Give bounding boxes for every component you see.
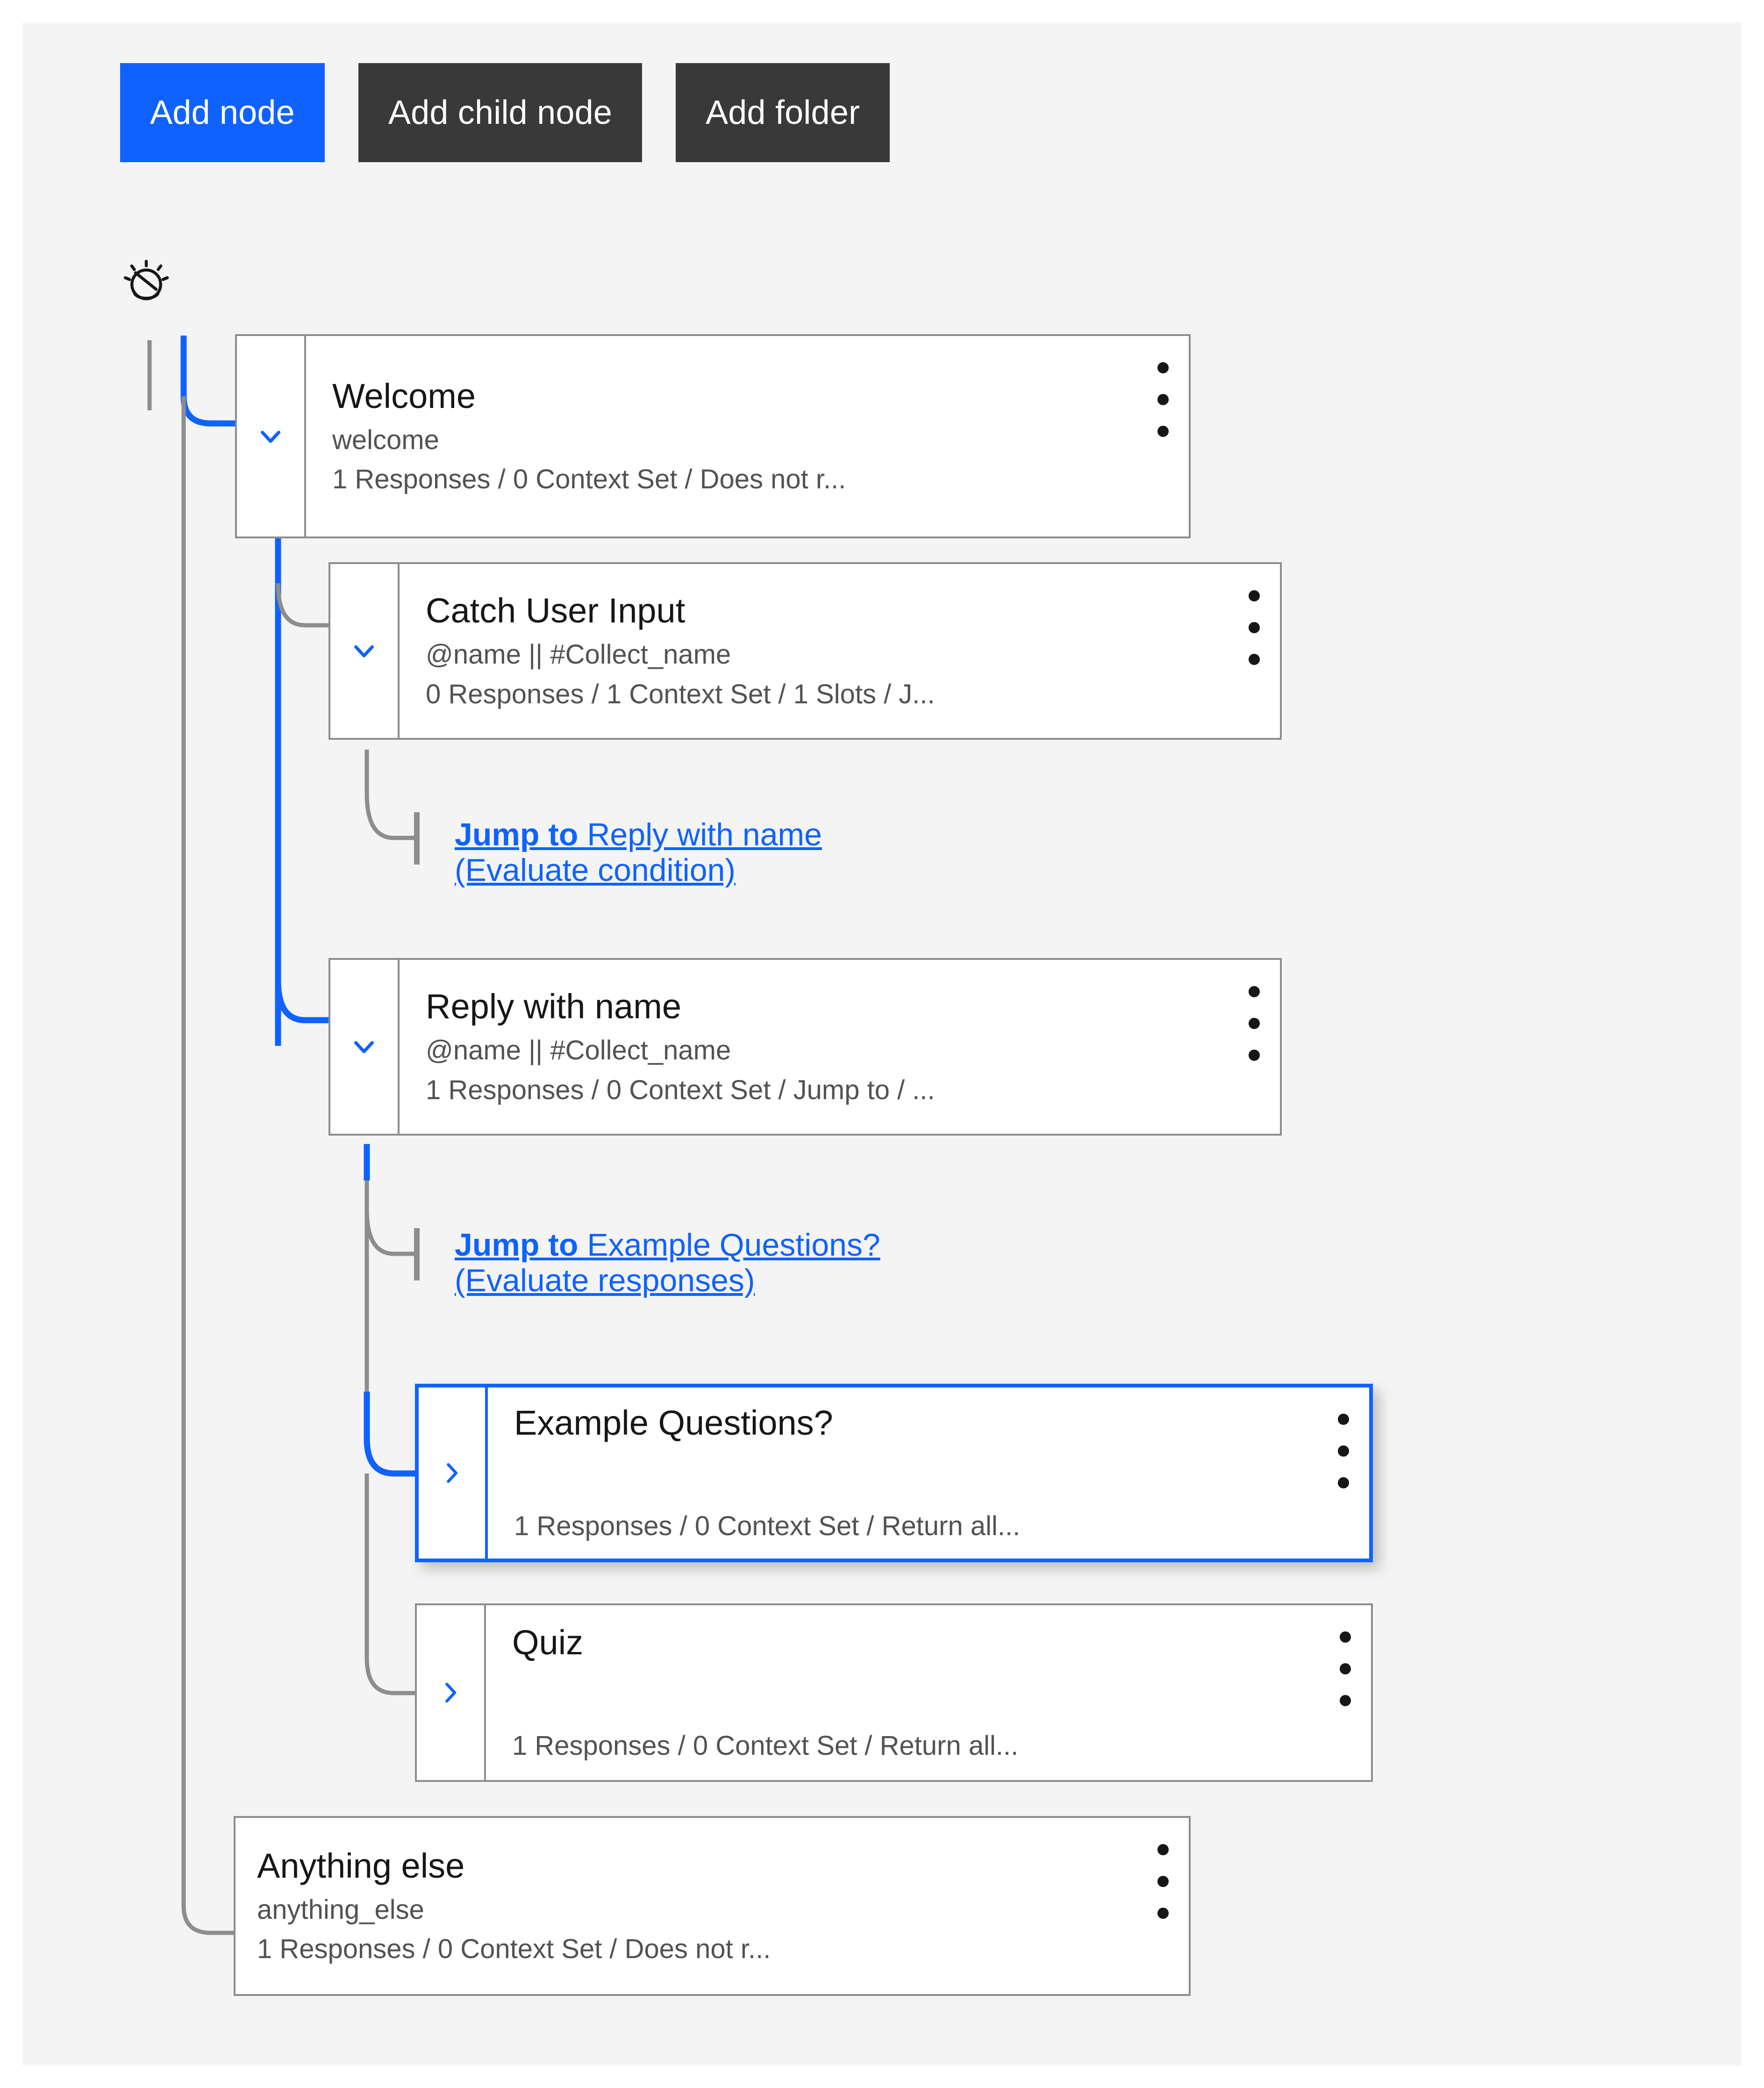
node-title: Catch User Input <box>426 591 686 630</box>
expand-toggle-catch-user-input[interactable] <box>330 564 400 738</box>
node-title: Reply with name <box>426 987 682 1026</box>
overflow-menu-icon[interactable] <box>1339 1631 1351 1706</box>
overflow-menu-icon[interactable] <box>1337 1414 1350 1488</box>
add-folder-button[interactable]: Add folder <box>676 63 890 162</box>
node-meta: 1 Responses / 0 Context Set / Return all… <box>512 1730 1019 1761</box>
expand-toggle-quiz[interactable] <box>417 1605 486 1780</box>
tree-node-example-questions[interactable]: Example Questions? 1 Responses / 0 Conte… <box>415 1384 1373 1562</box>
node-body: Catch User Input @name || #Collect_name … <box>400 564 1280 738</box>
expand-toggle-example-questions[interactable] <box>419 1387 488 1559</box>
node-title: Quiz <box>512 1623 584 1662</box>
node-body: Welcome welcome 1 Responses / 0 Context … <box>306 336 1189 536</box>
node-meta: 1 Responses / 0 Context Set / Return all… <box>514 1511 1021 1542</box>
tree-node-welcome[interactable]: Welcome welcome 1 Responses / 0 Context … <box>235 334 1191 538</box>
chevron-down-icon <box>354 1041 374 1053</box>
node-meta: 1 Responses / 0 Context Set / Jump to / … <box>426 1074 935 1105</box>
add-child-node-button[interactable]: Add child node <box>358 63 643 162</box>
tree-node-reply-with-name[interactable]: Reply with name @name || #Collect_name 1… <box>329 958 1282 1136</box>
jump-to-link-example-questions[interactable]: Jump to Example Questions? (Evaluate res… <box>455 1227 880 1298</box>
jump-mode: (Evaluate responses) <box>455 1263 755 1299</box>
jump-prefix: Jump to <box>455 817 587 852</box>
node-title: Example Questions? <box>514 1403 833 1442</box>
jump-prefix: Jump to <box>455 1227 587 1263</box>
idea-icon <box>123 259 169 300</box>
chevron-down-icon <box>261 430 280 443</box>
jump-to-link-reply-with-name[interactable]: Jump to Reply with name (Evaluate condit… <box>455 817 822 888</box>
overflow-menu-icon[interactable] <box>1157 1844 1169 1919</box>
jump-mode: (Evaluate condition) <box>455 852 736 888</box>
tree-node-quiz[interactable]: Quiz 1 Responses / 0 Context Set / Retur… <box>415 1603 1373 1782</box>
node-meta: 0 Responses / 1 Context Set / 1 Slots / … <box>426 679 935 709</box>
chevron-right-icon <box>447 1463 458 1483</box>
node-meta: 1 Responses / 0 Context Set / Does not r… <box>257 1934 771 1965</box>
node-meta: 1 Responses / 0 Context Set / Does not r… <box>332 464 846 495</box>
node-condition: welcome <box>332 424 439 455</box>
add-node-button[interactable]: Add node <box>120 63 325 162</box>
node-title: Welcome <box>332 376 476 415</box>
expand-toggle-welcome[interactable] <box>237 336 306 536</box>
chevron-right-icon <box>445 1682 457 1703</box>
tree-node-catch-user-input[interactable]: Catch User Input @name || #Collect_name … <box>329 562 1282 740</box>
chevron-down-icon <box>354 645 374 658</box>
toolbar: Add node Add child node Add folder <box>120 63 890 162</box>
node-condition: @name || #Collect_name <box>426 639 731 670</box>
tree-node-anything-else[interactable]: Anything else anything_else 1 Responses … <box>234 1816 1191 1996</box>
node-condition: @name || #Collect_name <box>426 1035 731 1065</box>
node-body: Anything else anything_else 1 Responses … <box>236 1818 1189 1994</box>
expand-toggle-reply-with-name[interactable] <box>330 960 400 1134</box>
node-body: Reply with name @name || #Collect_name 1… <box>400 960 1280 1134</box>
node-body: Quiz 1 Responses / 0 Context Set / Retur… <box>486 1605 1371 1780</box>
dialog-tree-canvas: Add node Add child node Add folder <box>22 22 1742 2066</box>
jump-target: Example Questions? <box>587 1227 880 1263</box>
overflow-menu-icon[interactable] <box>1248 590 1260 665</box>
overflow-menu-icon[interactable] <box>1248 986 1260 1061</box>
overflow-menu-icon[interactable] <box>1157 362 1169 437</box>
jump-target: Reply with name <box>587 817 822 852</box>
node-title: Anything else <box>257 1846 465 1885</box>
node-condition: anything_else <box>257 1894 424 1925</box>
node-body: Example Questions? 1 Responses / 0 Conte… <box>488 1387 1369 1559</box>
